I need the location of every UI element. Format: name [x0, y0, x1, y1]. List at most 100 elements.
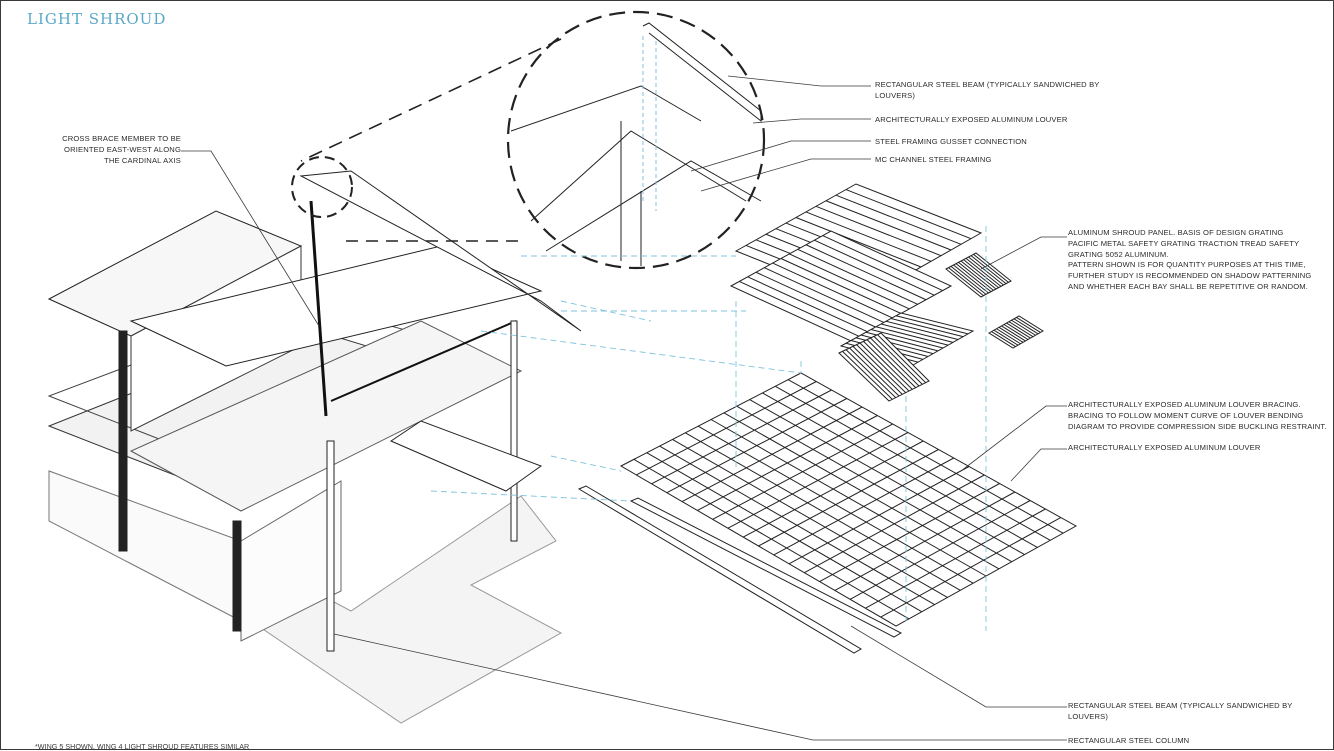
detail-callout-circle — [291, 10, 766, 270]
panel-slat — [963, 259, 999, 289]
panel-slat — [747, 276, 868, 333]
callout-leader-lines — [181, 75, 1067, 741]
footnote: *WING 5 SHOWN. WING 4 LIGHT SHROUD FEATU… — [35, 742, 250, 751]
panel-slat — [805, 244, 927, 301]
panel-slat — [877, 334, 927, 384]
louver-brace — [646, 452, 922, 613]
panel-slat — [973, 253, 1009, 283]
panel-slat — [1006, 322, 1031, 339]
panel-slat — [993, 329, 1019, 346]
panel-slat — [890, 318, 964, 338]
callout-mc-channel: MC CHANNEL STEEL FRAMING — [875, 155, 992, 164]
louver-brace — [775, 385, 1051, 541]
panel-slat — [739, 280, 860, 337]
panel-slat — [866, 339, 917, 389]
steel-column-2 — [510, 320, 518, 542]
panel-slat — [965, 257, 1002, 287]
steel-column — [326, 440, 335, 652]
louver-grid-exploded — [577, 372, 1078, 654]
panel-slat — [885, 320, 959, 340]
building-axonometric — [47, 170, 582, 724]
panel-slat — [842, 350, 893, 400]
panel-slat — [845, 349, 897, 399]
panel-slat — [958, 261, 994, 291]
panel-slat — [797, 248, 918, 305]
callout-column: RECTANGULAR STEEL COLUMN — [1068, 736, 1190, 745]
steel-beam-lower — [577, 485, 862, 654]
panel-slat — [873, 335, 923, 385]
louver-brace — [736, 405, 1012, 563]
panel-slat — [863, 340, 913, 390]
louver-brace — [633, 458, 910, 620]
louver-brace — [787, 379, 1064, 534]
panel-slat — [795, 217, 922, 268]
panel-slat — [948, 267, 984, 297]
panel-slat — [880, 323, 954, 343]
panel-slat — [1013, 318, 1039, 335]
louver-brace — [762, 392, 1038, 548]
panel-slat — [1016, 316, 1041, 333]
panel-slat — [870, 329, 944, 349]
front-pergola — [389, 420, 543, 492]
louver-brace — [685, 432, 961, 591]
projection-line — [480, 330, 802, 374]
panel-slat — [852, 345, 903, 395]
panel-slat — [895, 315, 969, 335]
louver-brace — [723, 412, 1000, 570]
panel-slat — [835, 194, 962, 245]
panel-slat — [1011, 319, 1036, 336]
louver-brace — [672, 438, 948, 598]
callout-louver-top: ARCHITECTURALLY EXPOSED ALUMINUM LOUVER — [875, 115, 1068, 124]
panel-slat — [825, 200, 952, 251]
panel-slat — [849, 347, 900, 397]
callout-gusset: STEEL FRAMING GUSSET CONNECTION — [875, 137, 1027, 146]
panel-slat — [991, 331, 1016, 348]
cross-brace — [309, 200, 328, 417]
callout-shroud-panel: ALUMINUM SHROUD PANEL. BASIS OF DESIGN G… — [1068, 228, 1312, 291]
callout-beam-top: RECTANGULAR STEEL BEAM (TYPICALLY SANDWI… — [875, 80, 1100, 100]
panel-slat — [845, 189, 972, 240]
panel-slat — [764, 267, 885, 324]
shroud-roof-strip — [299, 170, 582, 332]
panel-slat — [1003, 324, 1029, 340]
louver-brace — [697, 425, 974, 584]
panel-slat — [815, 205, 942, 257]
louver-grid-outline — [619, 372, 1078, 627]
panel-slat — [789, 253, 910, 310]
dark-column-2 — [232, 520, 242, 632]
panel-slat — [996, 328, 1021, 345]
panel-slat — [870, 337, 920, 387]
panel-slat — [875, 326, 949, 346]
louver-brace — [749, 399, 1025, 556]
panel-slat — [998, 326, 1024, 343]
louver-brace — [710, 419, 987, 577]
callout-beam-bottom: RECTANGULAR STEEL BEAM (TYPICALLY SANDWI… — [1068, 701, 1293, 721]
panel-slat — [955, 263, 992, 293]
shroud-roof — [129, 245, 543, 367]
panel-slat — [856, 344, 907, 394]
panel-slat — [755, 271, 877, 328]
shroud-panels-exploded — [729, 183, 1044, 402]
panel-slat — [953, 264, 989, 294]
panel-slat — [970, 255, 1007, 285]
panel-slat — [772, 262, 893, 319]
projection-line — [560, 300, 652, 322]
dark-column-1 — [118, 330, 128, 552]
sheet-title: LIGHT SHROUD — [27, 10, 167, 28]
panel-slat — [1001, 325, 1026, 342]
panel-slat — [822, 235, 943, 292]
panel-slat — [950, 265, 987, 295]
panel-slat — [859, 342, 910, 392]
callout-cross-brace: CROSS BRACE MEMBER TO BE ORIENTED EAST-W… — [62, 134, 181, 165]
panel-slat — [1008, 321, 1034, 338]
panel-slat — [960, 260, 997, 290]
panel-slat — [805, 211, 932, 262]
panel-slat — [814, 239, 935, 296]
projection-line — [430, 490, 632, 502]
panel-slat — [780, 258, 902, 314]
callout-louver-bracing: ARCHITECTURALLY EXPOSED ALUMINUM LOUVER … — [1068, 400, 1327, 431]
callout-louver-mid: ARCHITECTURALLY EXPOSED ALUMINUM LOUVER — [1068, 443, 1261, 452]
projection-line — [550, 455, 622, 472]
